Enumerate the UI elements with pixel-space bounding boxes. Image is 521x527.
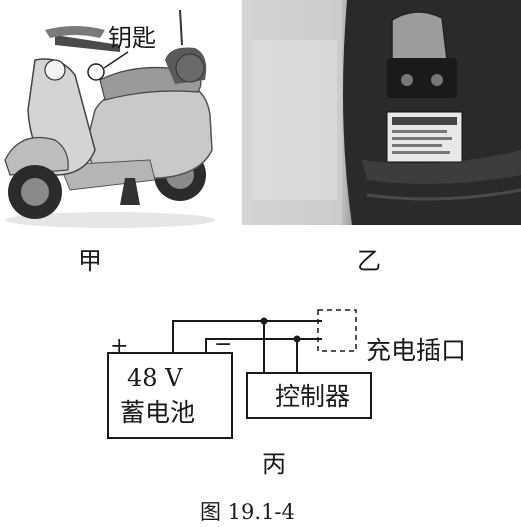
panel-label-yi: 乙 [357, 247, 381, 275]
socket-photo [242, 0, 521, 225]
socket-label: 充电插口 [366, 336, 467, 365]
controller-box [246, 372, 372, 419]
panel-label-jia: 甲 [78, 247, 102, 275]
key-label: 钥匙 [108, 24, 156, 52]
minus-sign: − [214, 332, 233, 357]
charging-socket-box [317, 309, 357, 352]
figure-caption: 图 19.1-4 [200, 500, 295, 524]
negative-wire [205, 338, 322, 353]
junction-dot [260, 317, 268, 325]
battery-box [107, 352, 233, 439]
junction-dot [293, 335, 301, 343]
battery-voltage: 48 V [127, 364, 183, 392]
circuit-diagram [0, 290, 521, 450]
plus-sign: + [110, 334, 129, 359]
battery-name: 蓄电池 [120, 398, 196, 427]
positive-wire [172, 320, 322, 353]
panel-label-bing: 丙 [262, 450, 286, 478]
scooter-photo [0, 0, 225, 240]
controller-label: 控制器 [275, 382, 351, 411]
